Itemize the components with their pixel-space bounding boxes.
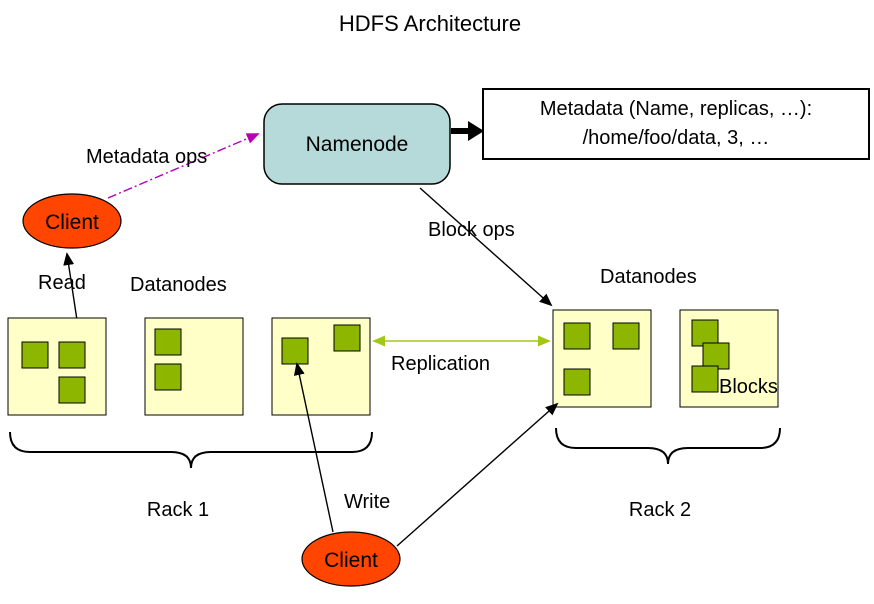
block <box>691 319 719 347</box>
datanodes-left-label: Datanodes <box>130 274 227 296</box>
block <box>563 322 591 350</box>
rack1-label: Rack 1 <box>147 499 209 521</box>
rack2-brace <box>555 427 781 465</box>
rack1 <box>7 317 371 416</box>
namenode-to-metadata-arrow <box>451 121 484 141</box>
block <box>154 363 182 391</box>
datanodes-right-label: Datanodes <box>600 266 697 288</box>
client-bottom-label: Client <box>324 549 378 572</box>
namenode-label: Namenode <box>306 133 409 156</box>
diagram-title: HDFS Architecture <box>339 11 521 36</box>
replication-label: Replication <box>391 353 490 375</box>
blocks-label: Blocks <box>719 376 778 398</box>
block <box>58 376 86 404</box>
read-label: Read <box>38 272 86 294</box>
block <box>21 341 49 369</box>
metadata-box-line2: /home/foo/data, 3, … <box>583 127 770 149</box>
metadata-box <box>482 88 870 160</box>
client-top-label: Client <box>45 211 99 234</box>
client-top-ellipse <box>22 193 122 249</box>
block <box>281 337 309 365</box>
block-ops-arrow <box>419 187 553 307</box>
rack1-brace <box>9 431 373 469</box>
client-bottom-ellipse <box>301 531 401 587</box>
block <box>612 322 640 350</box>
block <box>333 324 361 352</box>
metadata-box-line1: Metadata (Name, replicas, …): <box>540 98 812 120</box>
block <box>563 368 591 396</box>
rack2-label: Rack 2 <box>629 499 691 521</box>
metadata-ops-label: Metadata ops <box>86 146 207 168</box>
write-arrow-rack2 <box>396 402 559 547</box>
write-label: Write <box>344 491 390 513</box>
write-arrow-rack1 <box>293 362 334 533</box>
block <box>58 341 86 369</box>
block <box>691 365 719 393</box>
block <box>154 328 182 356</box>
block <box>702 342 730 370</box>
rack2 <box>552 309 779 408</box>
metadata-ops-arrow <box>107 133 260 199</box>
block-ops-label: Block ops <box>428 219 515 241</box>
namenode-box <box>263 103 451 185</box>
